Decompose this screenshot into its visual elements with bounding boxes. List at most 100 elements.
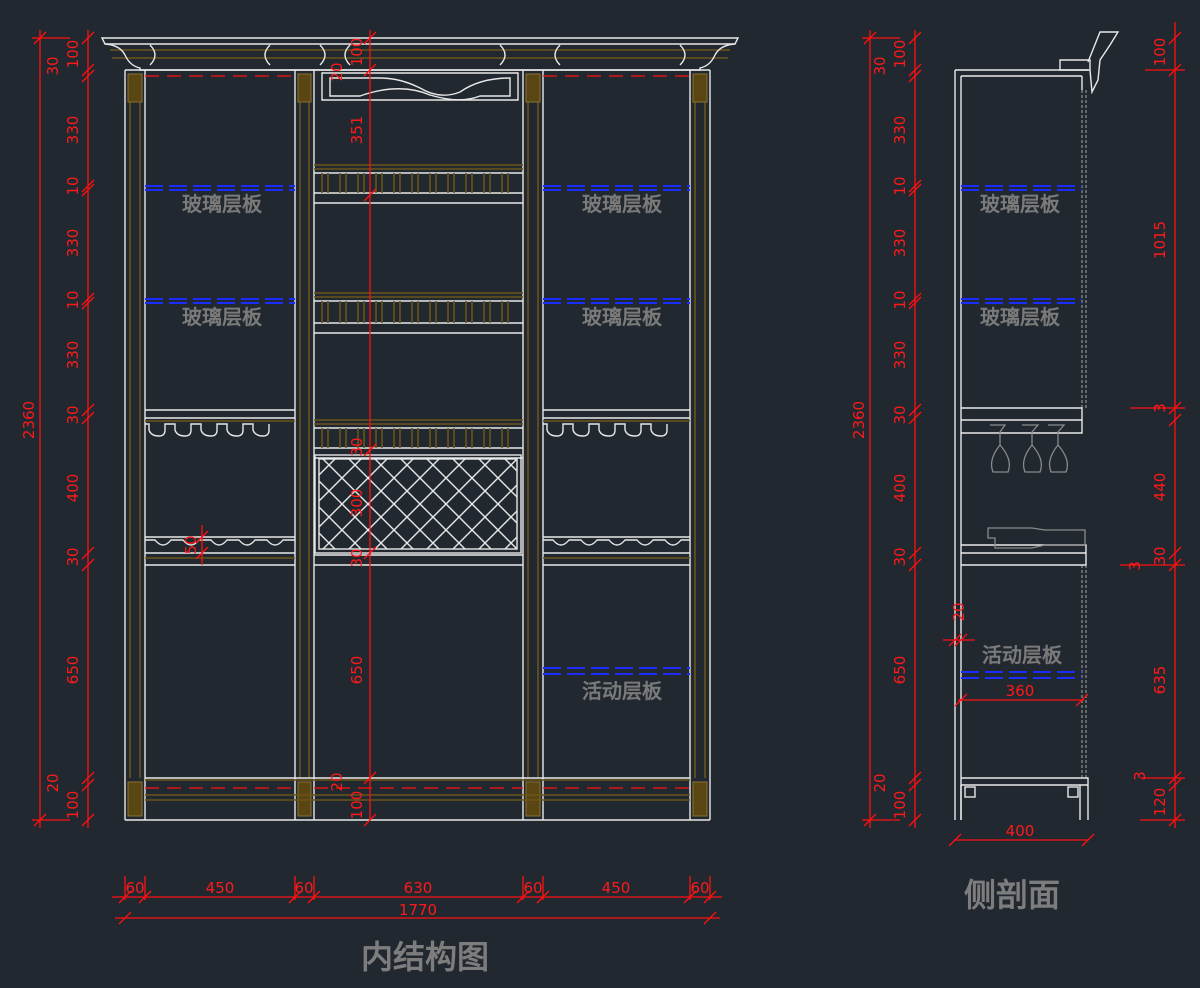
baluster [393, 173, 401, 193]
dimension-label: 400 [64, 474, 82, 503]
baluster [321, 428, 329, 448]
lattice-bar [374, 459, 466, 549]
baluster [375, 301, 383, 323]
baluster [339, 428, 347, 448]
dimension-label: 100 [891, 40, 909, 69]
posts [124, 70, 711, 820]
glass-shelf-label: 玻璃层板 [182, 192, 263, 216]
dimension-tick [954, 633, 968, 647]
dimension-tick [363, 771, 377, 785]
dimension-label: 330 [891, 116, 909, 145]
dimension-line [1120, 22, 1185, 828]
dimension-label: 100 [1151, 38, 1169, 67]
wine-glasses [990, 424, 1069, 473]
baluster [429, 173, 437, 193]
glass-shelf-label: 玻璃层板 [582, 305, 663, 329]
baluster [375, 173, 383, 193]
baluster [357, 428, 365, 448]
dimension-label: 300 [348, 489, 366, 518]
baluster [393, 301, 401, 323]
baluster [411, 301, 419, 323]
baluster-rail [314, 164, 523, 170]
post-capital [692, 73, 708, 103]
dimension-label: 330 [891, 341, 909, 370]
post-groove [694, 100, 706, 778]
dimension-label: 650 [891, 656, 909, 685]
lattice-bar [319, 459, 362, 502]
dimension-tick [948, 633, 962, 647]
dimension-label: 10 [64, 176, 82, 195]
dimension-label: 30 [891, 405, 909, 424]
dimension-tick [1168, 31, 1182, 45]
dimension-label: 100 [891, 791, 909, 820]
post-capital [525, 73, 541, 103]
lattice-bar [322, 459, 414, 549]
dimension-label: 630 [404, 879, 433, 897]
dimension-label: 30 [891, 547, 909, 566]
baluster [501, 173, 509, 193]
dimension-tick [363, 188, 377, 202]
glass-hanger-rack [145, 423, 270, 437]
dimension-label: 1015 [1151, 221, 1169, 259]
dimension-tick [1075, 693, 1089, 707]
post [522, 70, 544, 820]
dimension-label: 100 [348, 791, 366, 820]
lattice-bar [583, 459, 673, 549]
lattice-bar [609, 459, 699, 549]
baluster [465, 173, 473, 193]
cabinet-outline [125, 75, 710, 821]
front-view-title: 内结构图 [361, 938, 489, 976]
post [689, 70, 711, 820]
dimension-tick [81, 771, 95, 785]
dimension-label: 400 [891, 474, 909, 503]
dimension-label: 450 [206, 879, 235, 897]
glass-hanger-rack [543, 423, 668, 437]
dimension-label: 650 [348, 656, 366, 685]
glass-shelf-label: 玻璃层板 [582, 192, 663, 216]
dimension-tick [81, 69, 95, 83]
dimension-tick [948, 833, 962, 847]
post-capital [127, 73, 143, 103]
dimension-tick [363, 63, 377, 77]
dimension-tick [81, 403, 95, 417]
dimensions: 1003033010330103303040030650201002360100… [20, 22, 1185, 925]
baluster [321, 301, 329, 323]
lattice-bar [478, 510, 517, 549]
lattice-bar [531, 459, 621, 549]
dimension-tick [908, 179, 922, 193]
baluster [447, 173, 455, 193]
post-base [525, 781, 541, 817]
dimension-tick [1168, 558, 1182, 572]
dimension-tick [863, 813, 877, 827]
lattice-bar [319, 506, 362, 549]
post-groove [527, 100, 539, 778]
lattice-bar [531, 459, 621, 549]
lattice-bar [583, 459, 673, 549]
lattice-bar [504, 459, 517, 472]
shelf-edge [145, 420, 295, 559]
baluster [447, 301, 455, 323]
dimension-tick [1168, 813, 1182, 827]
baluster [339, 301, 347, 323]
glass-shelf-line [145, 185, 295, 304]
dimension-tick [1168, 771, 1182, 785]
dimension-tick [908, 403, 922, 417]
baluster [501, 301, 509, 323]
lattice-bar [319, 459, 388, 528]
bottle-rack [145, 539, 295, 546]
dimension-tick [363, 546, 377, 560]
dimension-label: 120 [1151, 788, 1169, 817]
dimension-label: 100 [348, 38, 366, 67]
baluster [465, 428, 473, 448]
center-bay [314, 164, 523, 566]
baluster [393, 428, 401, 448]
dimension-tick [81, 31, 95, 45]
baluster [429, 301, 437, 323]
bottle-rack [543, 539, 690, 546]
baluster [483, 301, 491, 323]
dimension-line [32, 30, 89, 828]
dimension-tick [81, 778, 95, 792]
movable-shelf-label: 活动层板 [982, 643, 1063, 667]
dimension-tick [863, 31, 877, 45]
